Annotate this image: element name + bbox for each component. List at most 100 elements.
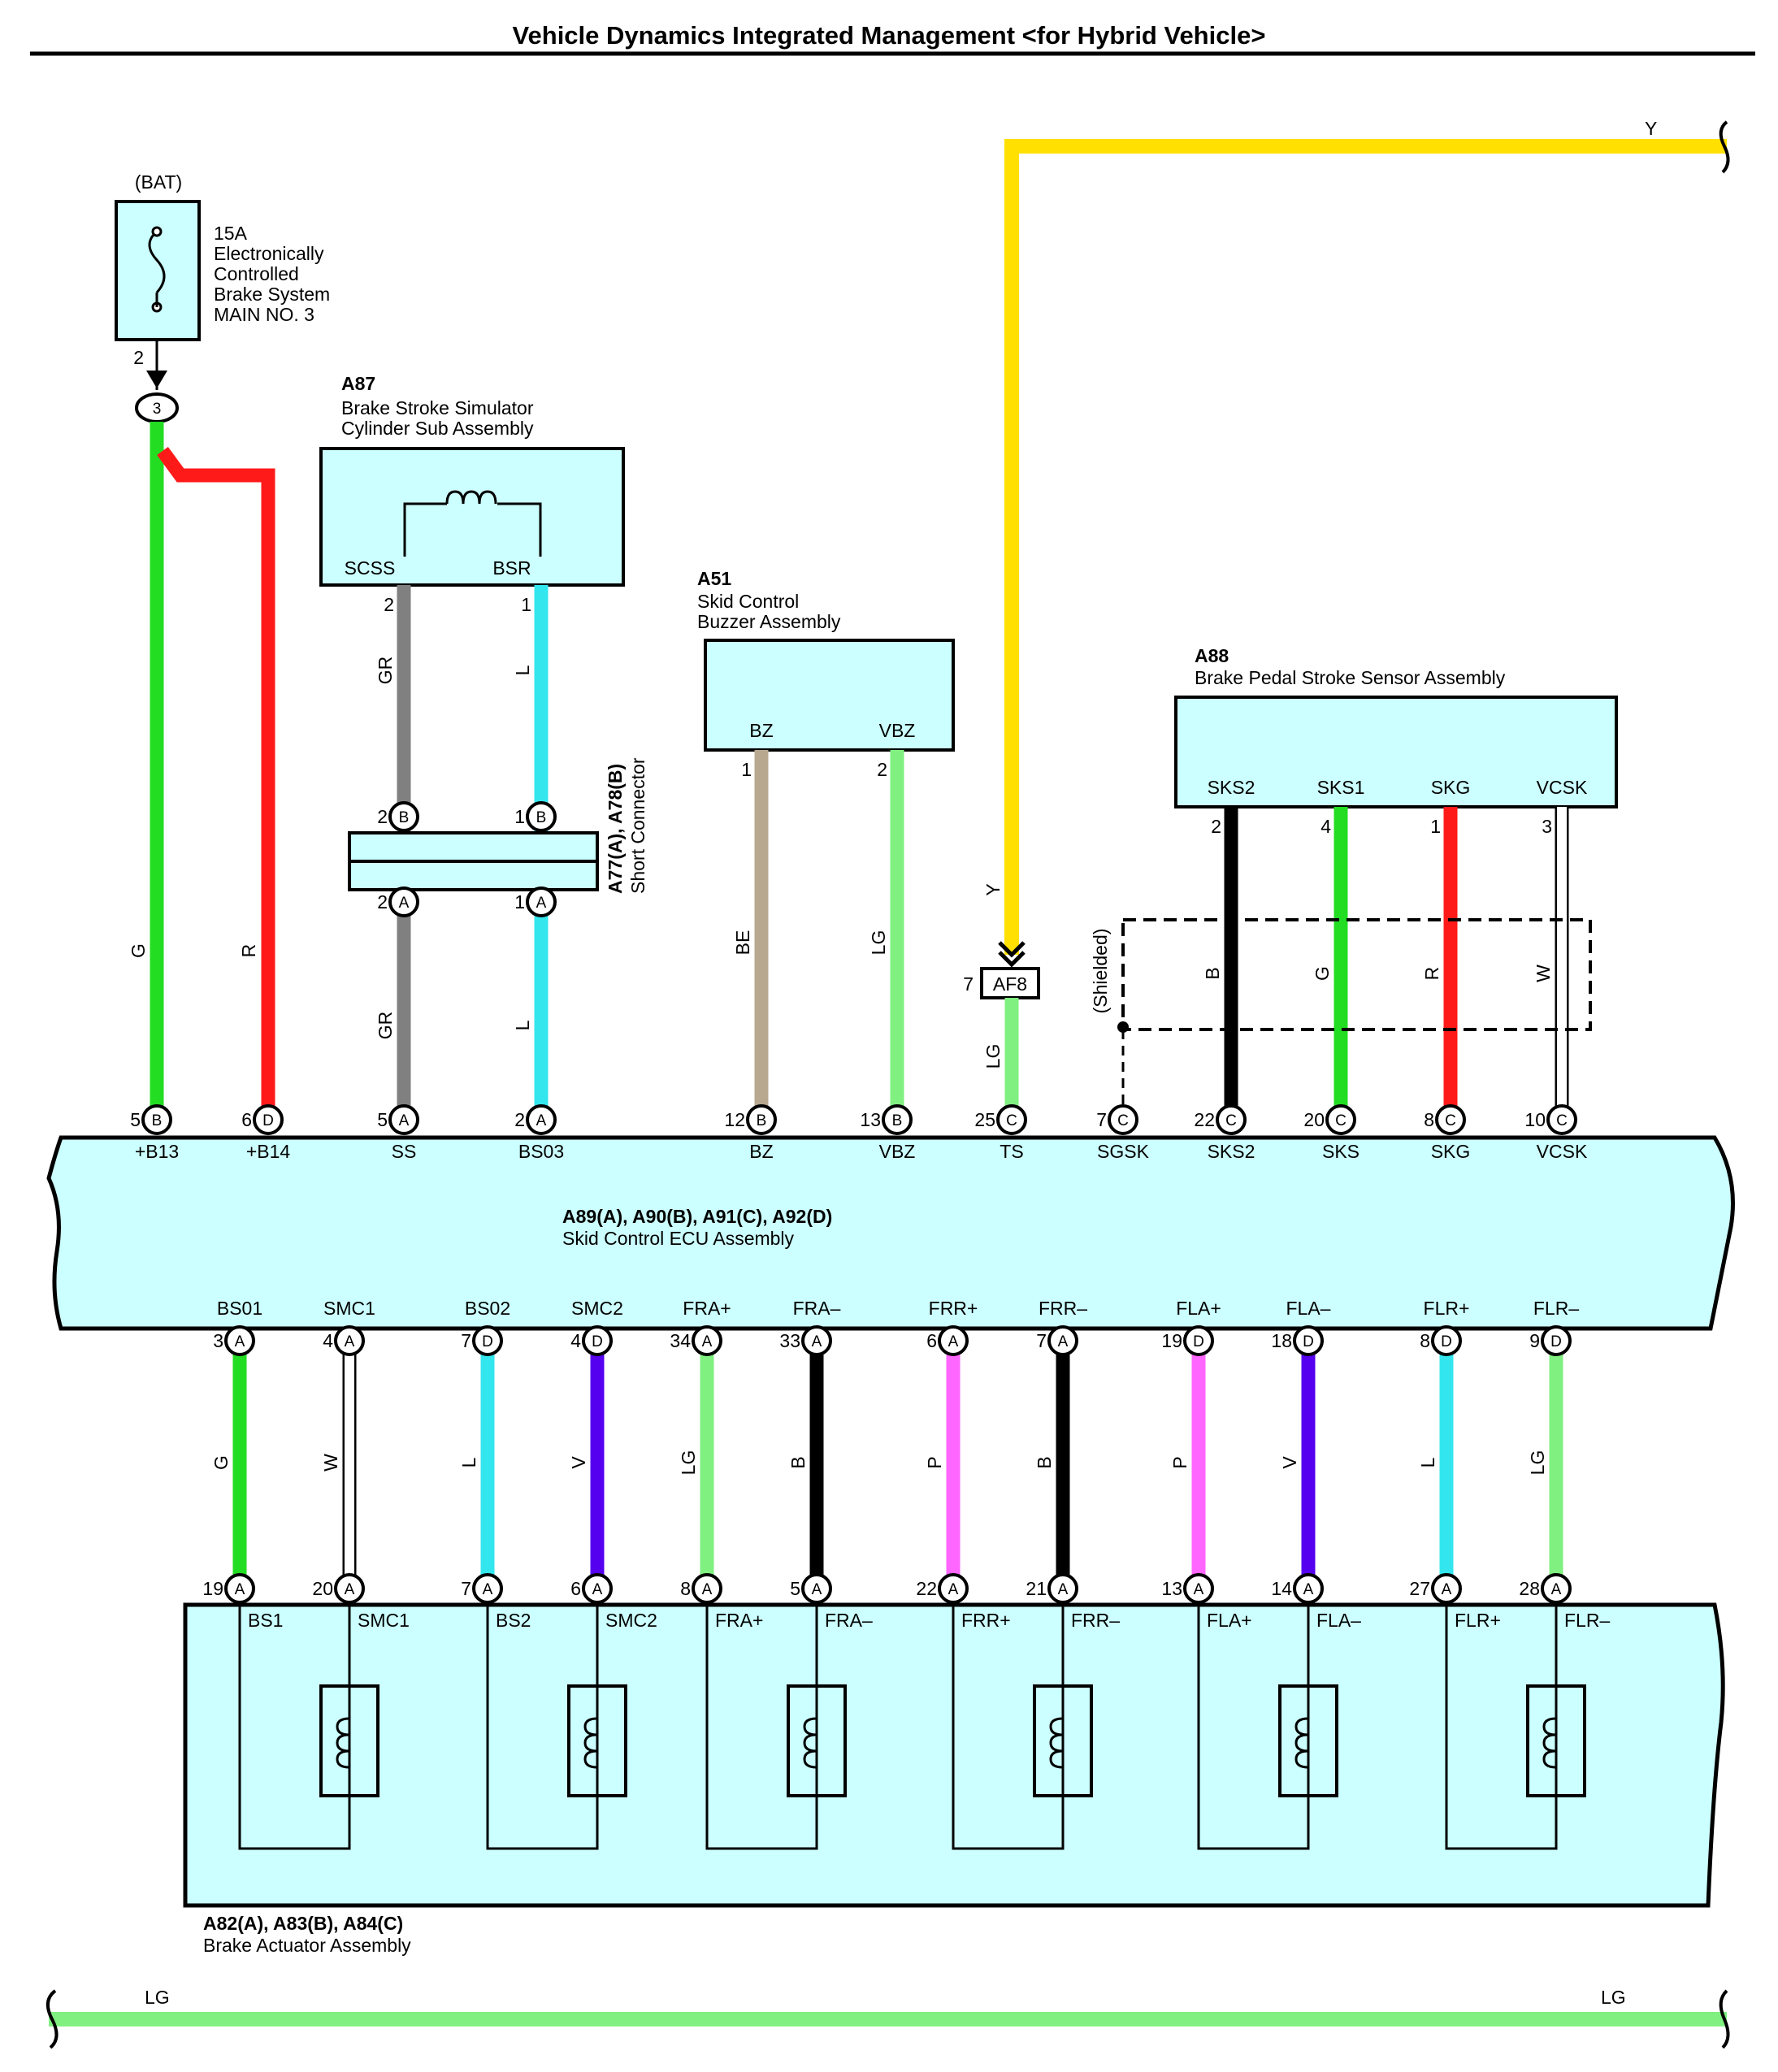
solenoid-coil-icon <box>336 1686 351 1796</box>
af8-code: AF8 <box>993 973 1027 995</box>
wire-label-4: LG <box>678 1450 699 1476</box>
actuator-pin-9-number: 14 <box>1271 1578 1292 1599</box>
a51-name-1: Skid Control <box>697 591 799 612</box>
ecu-bottom-pin-8-number: 19 <box>1161 1330 1182 1351</box>
solenoid-loop-2 <box>705 1602 818 1850</box>
fuse-label-5: MAIN NO. 3 <box>214 304 314 325</box>
ecu-top-pin-5-circle <box>882 1104 913 1135</box>
ecu-top-pin-1-connector: D <box>262 1112 274 1129</box>
fuse-label-1: 15A <box>214 223 248 244</box>
actuator-pin-4-connector: A <box>702 1581 713 1598</box>
ecu-top-pin-10-circle <box>1435 1104 1466 1135</box>
wire-label-y-vertical: Y <box>982 883 1004 895</box>
actuator-pin-4-number: 8 <box>680 1578 691 1599</box>
a51-name-2: Buzzer Assembly <box>697 611 841 632</box>
a51-pin-1: 1 <box>741 759 752 780</box>
ecu-bottom-pin-2-circle <box>472 1325 503 1356</box>
wire-label-6: P <box>924 1456 945 1468</box>
ecu-top-pin-1-number: 6 <box>241 1109 252 1130</box>
ecu-bottom-pin-6-circle <box>938 1325 969 1356</box>
ecu-term-4: BZ <box>749 1141 773 1162</box>
actuator-pin-7-connector: A <box>1058 1581 1069 1598</box>
fuse-main-no3: (BAT) 15A Electronically Controlled Brak… <box>115 171 330 423</box>
actuator-pin-9-connector: A <box>1303 1581 1314 1598</box>
fuse-label-3: Controlled <box>214 263 299 284</box>
solenoid-loop-1 <box>486 1602 599 1850</box>
ecu-top-pin-3-connector: A <box>536 1112 547 1129</box>
ecu-top-pin-8-connector: C <box>1225 1112 1237 1129</box>
page-title: Vehicle Dynamics Integrated Management <… <box>513 21 1266 50</box>
actuator-term-0: BS1 <box>248 1610 283 1631</box>
actuator-pin-2-connector: A <box>483 1581 493 1598</box>
ecu-bottom-pin-10-number: 8 <box>1420 1330 1430 1351</box>
ecu-bottom-pin-5-number: 33 <box>779 1330 800 1351</box>
ecu-bottom-term-2: BS02 <box>465 1298 510 1319</box>
fuse-pin: 2 <box>133 347 144 368</box>
ecu-bottom-pin-0-connector: A <box>235 1333 245 1350</box>
ecu-top-pin-2-number: 5 <box>377 1109 388 1130</box>
fuse-box <box>115 200 201 341</box>
ecu-term-9: SKS <box>1322 1141 1360 1162</box>
actuator-term-3: SMC2 <box>605 1610 657 1631</box>
a88-pin-1: 1 <box>1430 816 1441 837</box>
wire-label-be: BE <box>732 930 753 956</box>
ecu-term-0: +B13 <box>135 1141 179 1162</box>
actuator-term-7: FRR– <box>1071 1610 1120 1631</box>
ecu-top-pin-7-connector: C <box>1117 1112 1129 1129</box>
ecu-top-pin-2-connector: A <box>399 1112 410 1129</box>
sc-top-pin-1-connector: B <box>536 809 547 826</box>
sc-top-pin-0-circle <box>388 801 419 832</box>
top-wire-label: Y <box>1645 118 1657 139</box>
actuator-term-8: FLA+ <box>1207 1610 1252 1631</box>
ecu-top-pin-10-number: 8 <box>1424 1109 1434 1130</box>
fuse-label-2: Electronically <box>214 243 324 264</box>
arrow-icon <box>146 371 167 388</box>
wire-label-gr-upper: GR <box>375 657 396 685</box>
actuator-pin-0-connector: A <box>235 1581 245 1598</box>
sc-bottom-pin-0-number: 2 <box>377 891 388 912</box>
ecu-bottom-pin-8-circle <box>1183 1325 1214 1356</box>
ecu-top-pin-8-circle <box>1216 1104 1247 1135</box>
actuator-pin-7-number: 21 <box>1026 1578 1047 1599</box>
ecu-bottom-pin-3-number: 4 <box>570 1330 581 1351</box>
ecu-bottom-pin-4-circle <box>692 1325 722 1356</box>
actuator-pin-6-connector: A <box>948 1581 959 1598</box>
ecu-top-pin-2-circle <box>388 1104 419 1135</box>
ecu-codes: A89(A), A90(B), A91(C), A92(D) <box>562 1206 832 1227</box>
ecu-bottom-pin-0-number: 3 <box>213 1330 223 1351</box>
wire-break-symbol-left <box>46 1989 59 2049</box>
ecu-bottom-pin-2-connector: D <box>482 1333 493 1350</box>
actuator-pin-11-connector: A <box>1551 1581 1562 1598</box>
ecu-bottom-pin-6-connector: A <box>948 1333 959 1350</box>
a88-box <box>1174 696 1618 808</box>
wire-label-lg-vbz: LG <box>868 930 889 956</box>
actuator-term-11: FLR– <box>1564 1610 1610 1631</box>
wire-break-symbol-right <box>1719 1989 1730 2049</box>
short-connector-code: A77(A), A78(B) <box>605 764 626 894</box>
ecu-term-2: SS <box>392 1141 417 1162</box>
ecu-top-pin-9-circle <box>1325 1104 1356 1135</box>
sc-top-pin-0-number: 2 <box>377 806 388 827</box>
ecu-top-pin-7-circle <box>1108 1104 1138 1135</box>
wire-break-symbol <box>1719 120 1730 174</box>
ecu-top-pin-11-number: 10 <box>1524 1109 1546 1130</box>
a87-brake-stroke-simulator: A87 Brake Stroke Simulator Cylinder Sub … <box>319 373 625 587</box>
ecu-term-6: TS <box>1000 1141 1023 1162</box>
shield: (Shielded) <box>1090 918 1592 1113</box>
wire-label-7: B <box>1034 1456 1055 1468</box>
wire-label-11: LG <box>1527 1450 1548 1476</box>
wire-label-gr-lower: GR <box>375 1012 396 1040</box>
bottom-lg-wire: LG LG <box>46 1987 1730 2049</box>
skid-control-ecu: A89(A), A90(B), A91(C), A92(D) Skid Cont… <box>46 1135 1735 1331</box>
ecu-bottom-term-11: FLR– <box>1533 1298 1579 1319</box>
ecu-top-pin-4-number: 12 <box>724 1109 745 1130</box>
actuator-pin-3-number: 6 <box>570 1578 581 1599</box>
wire-r-b14 <box>157 446 275 1113</box>
ecu-bottom-term-8: FLA+ <box>1176 1298 1221 1319</box>
sc-bottom-pin-0-circle <box>388 886 419 917</box>
a51-term-bz: BZ <box>749 720 773 741</box>
sc-bottom-pin-1-number: 1 <box>514 891 525 912</box>
solenoid-coil-icon <box>445 490 497 505</box>
a87-name-1: Brake Stroke Simulator <box>341 397 534 418</box>
